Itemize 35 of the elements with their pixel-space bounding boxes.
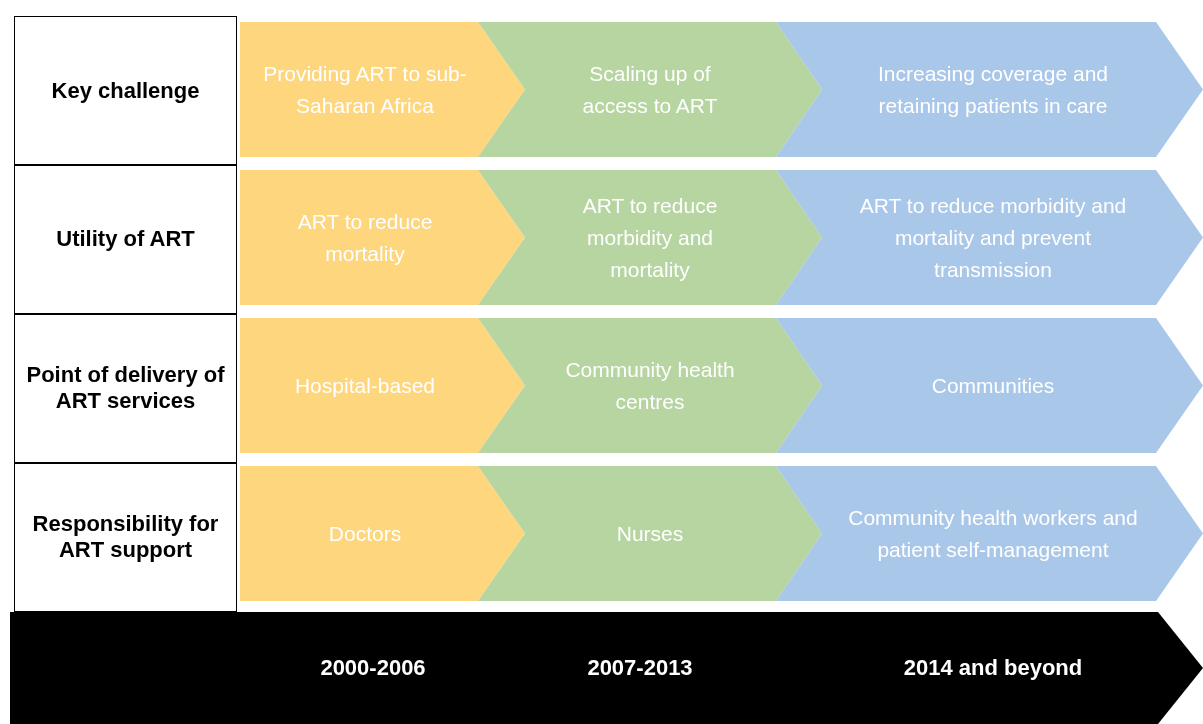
chevron-panel [776,318,1203,453]
chevron-panel [776,170,1203,305]
chevron-panel [776,22,1203,157]
chevron-panel [478,170,822,305]
chevron-panel [478,466,822,601]
chevron-text: Hospital-based [294,372,436,399]
chevron-panel [240,466,525,601]
chevron-text: ART to reduce morbidity and mortality [581,192,719,283]
chevron-text: Providing ART to sub-Saharan Africa [262,60,468,119]
chevron-panel [240,22,525,157]
chevron-text: Communities [931,372,1055,399]
chevron-text: ART to reduce mortality [296,208,434,267]
row-header [14,164,237,315]
row-header-text: Utility of ART [56,226,195,253]
row-header-text: Key challenge [51,77,200,104]
chevron-text: ART to reduce morbidity and mortality and prevent transmission [858,192,1128,283]
period-label: 2007-2013 [587,655,693,681]
period-label: 2000-2006 [320,655,426,681]
row-header [14,16,237,166]
chevron-panel [478,22,822,157]
chevron-text: Scaling up of access to ART [581,60,719,119]
chevron-panel [240,318,525,453]
row-header-text: Point of delivery of ART services [25,362,226,415]
period-label: 2014 and beyond [903,655,1083,681]
chevron-text: Doctors [328,520,402,547]
row-header [14,313,237,464]
chevron-panel [478,318,822,453]
chevron-panel [240,170,525,305]
chevron-text: Community health workers and patient self-management [847,504,1139,563]
row-header [14,462,237,612]
row-header-text: Responsibility for ART support [31,510,220,563]
chevron-text: Nurses [616,520,684,547]
chevron-panel [776,466,1203,601]
chevron-text: Increasing coverage and retaining patients in care [877,60,1109,119]
chevron-text: Community health centres [564,356,736,415]
